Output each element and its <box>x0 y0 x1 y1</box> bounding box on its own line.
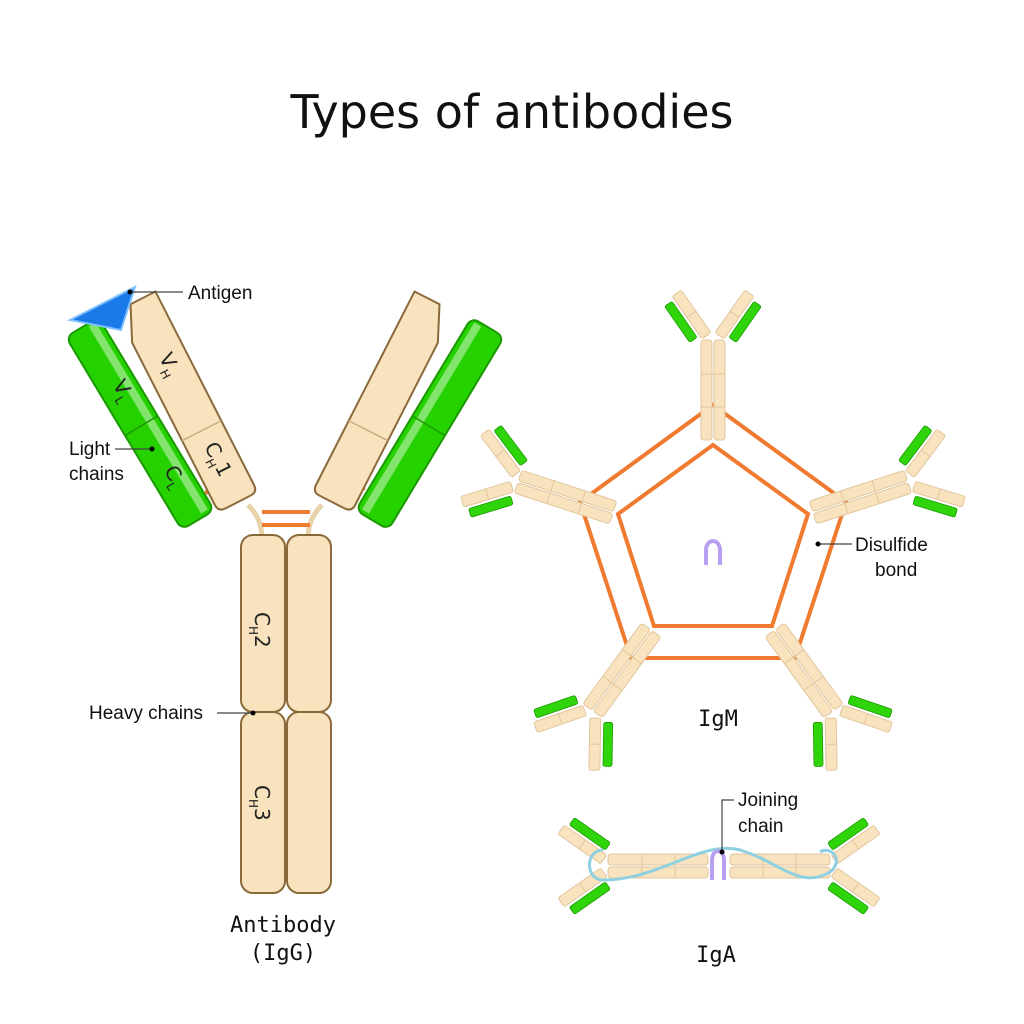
joining-chain-label-1: Joining <box>738 790 798 811</box>
secretory-component <box>588 847 838 882</box>
antigen-triangle <box>66 285 137 332</box>
heavy-chains-label: Heavy chains <box>89 703 203 724</box>
joining-chain-label-2: chain <box>738 816 783 837</box>
igm-pentamer: Disulfide bond IgM <box>454 289 972 782</box>
disulfide-bond-label-1: Disulfide <box>855 535 928 556</box>
light-chains-label-1: Light <box>69 439 111 460</box>
page-title: Types of antibodies <box>290 85 734 139</box>
light-chain-left: VL CL <box>67 319 213 528</box>
igm-caption: IgM <box>698 707 738 732</box>
heavy-chain-arm-left: VH CH1 <box>129 290 257 511</box>
igg-antibody: VL CL VH CH1 CH2 CH3 <box>66 283 503 966</box>
heavy-chain-arm-right <box>313 290 441 511</box>
igg-caption-1: Antibody <box>230 913 336 938</box>
antigen-label: Antigen <box>188 283 252 304</box>
igg-caption-2: (IgG) <box>250 941 316 966</box>
disulfide-bond-label-2: bond <box>875 560 917 581</box>
disulfide-bond-outer <box>577 402 849 660</box>
light-chains-label-2: chains <box>69 464 124 485</box>
iga-dimer: Joining chain IgA <box>557 790 881 968</box>
light-chain-right <box>357 319 503 528</box>
ch3-label: CH3 <box>246 785 274 821</box>
ch2-label: CH2 <box>246 612 274 648</box>
fc-region: CH2 CH3 <box>240 534 332 894</box>
joining-chain <box>704 539 722 565</box>
disulfide-bond-inner <box>615 442 811 628</box>
iga-caption: IgA <box>696 943 736 968</box>
joining-chain <box>710 849 726 880</box>
